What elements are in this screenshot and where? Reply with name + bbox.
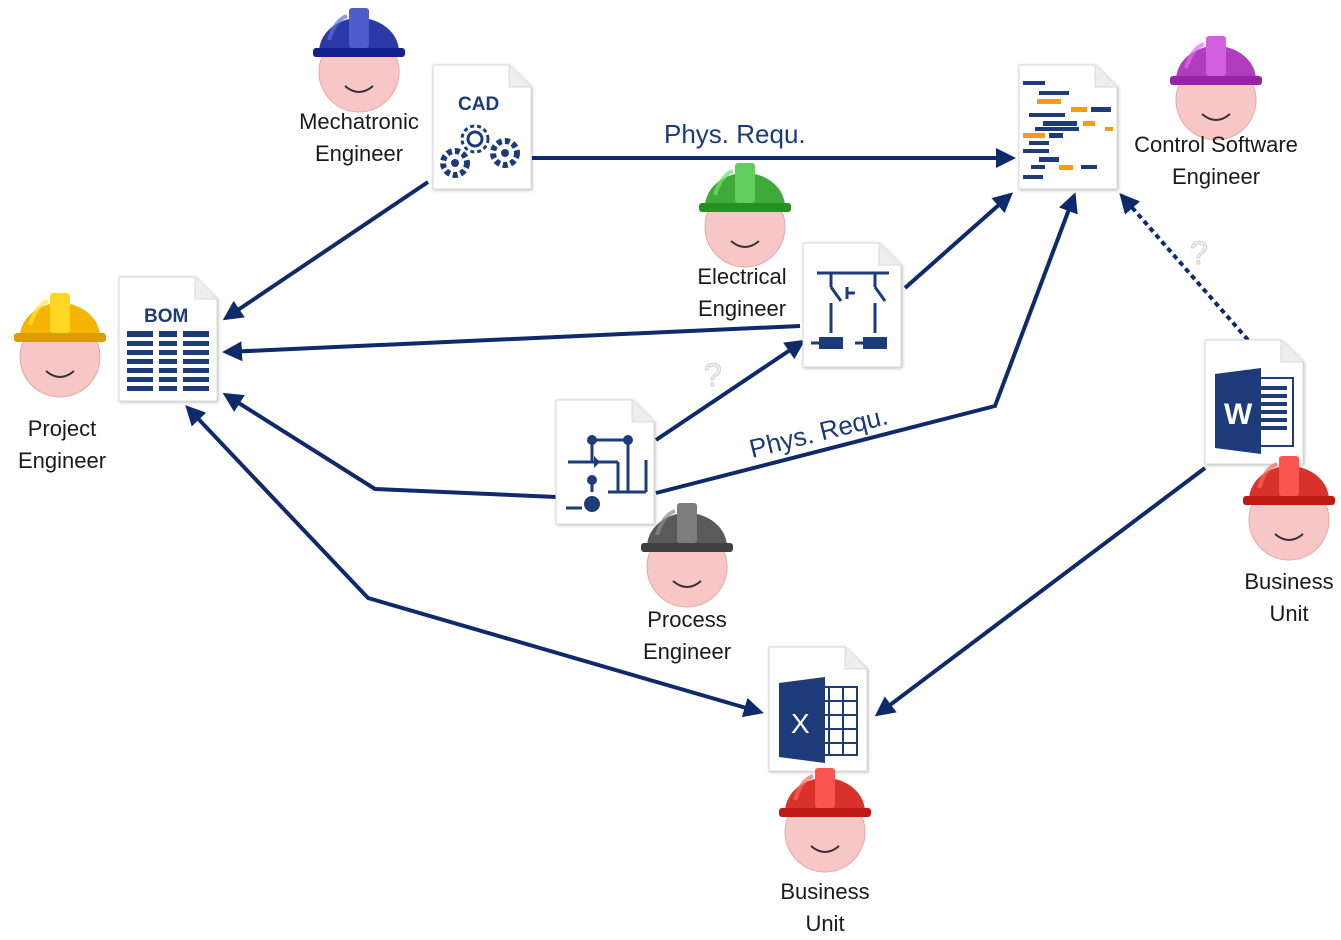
cad-label: CAD	[458, 94, 499, 115]
people	[14, 8, 1335, 873]
arrow-electrical-to-bom	[222, 324, 801, 362]
hard-hat-icon	[14, 293, 106, 342]
arrow-electrical-to-code	[903, 192, 1013, 290]
arrow-cad-to-bom	[222, 180, 430, 321]
edge-label-process-code: Phys. Requ.	[746, 400, 891, 463]
pid-icon	[566, 438, 648, 510]
hard-hat-icon	[641, 503, 733, 552]
arrow-bom-excel	[185, 405, 764, 718]
control-code-document	[1018, 64, 1118, 190]
avatar-business-bottom	[779, 768, 871, 873]
bom-document: BOM	[118, 276, 218, 402]
hard-hat-icon	[699, 163, 791, 212]
avatar-control-software	[1170, 36, 1262, 141]
arrow-word-to-excel	[874, 466, 1207, 717]
code-lines-icon	[1023, 81, 1113, 179]
pump-icon	[584, 496, 600, 512]
gears-icon	[440, 124, 520, 178]
process-pid-document	[555, 399, 655, 525]
question-mark-process-electrical: ?	[704, 357, 722, 393]
avatar-process	[641, 503, 733, 608]
arrow-process-to-bom	[222, 392, 557, 499]
avatar-business-right	[1243, 456, 1335, 561]
hard-hat-icon	[1170, 36, 1262, 85]
avatar-project	[14, 293, 106, 398]
avatar-mechatronic	[313, 8, 405, 113]
contactor-icon-2	[863, 337, 887, 349]
excel-document: X	[768, 646, 868, 772]
arrow-word-to-code-dotted	[1119, 192, 1250, 342]
arrows	[185, 148, 1250, 718]
excel-letter: X	[791, 708, 810, 739]
word-icon: W	[1215, 368, 1294, 454]
cad-document: CAD	[432, 64, 532, 190]
arrow-process-to-code	[655, 192, 1078, 495]
bom-label: BOM	[144, 306, 188, 327]
avatar-electrical	[699, 163, 791, 268]
hard-hat-icon	[313, 8, 405, 57]
question-mark-word-code: ?	[1190, 235, 1208, 271]
contactor-icon-1	[819, 337, 843, 349]
hard-hat-icon	[779, 768, 871, 817]
edge-label-cad-code: Phys. Requ.	[664, 119, 806, 149]
hard-hat-icon	[1243, 456, 1335, 505]
excel-icon: X	[779, 677, 858, 763]
word-document: W	[1204, 339, 1304, 465]
table-icon	[127, 331, 209, 391]
word-letter: W	[1224, 398, 1253, 431]
electrical-schematic-document	[802, 242, 902, 368]
circuit-icon	[817, 271, 889, 333]
